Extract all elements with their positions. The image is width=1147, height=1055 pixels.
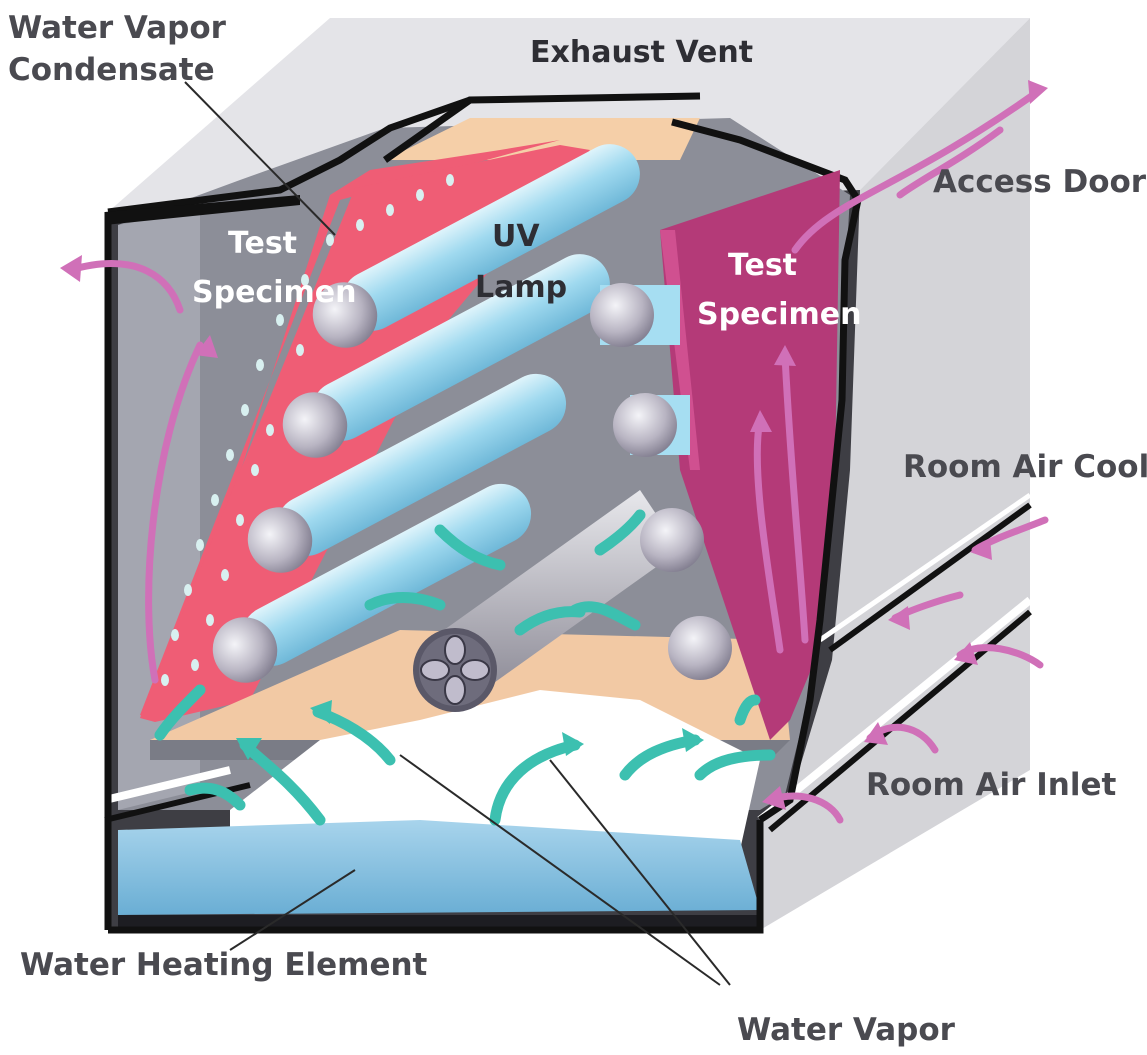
condensate-droplets [161,174,454,686]
air-flow-arrows [60,80,1049,824]
uv-lamp-cap [640,508,704,572]
arrowhead [562,732,584,756]
test-specimen-left-label-line1: Test [228,226,297,261]
uv-lamps-left-bank [212,144,640,683]
arrowhead [864,722,888,745]
water-vapor-cloud [230,690,760,850]
exhaust-vent-label: Exhaust Vent [530,35,753,70]
top-cutaway-edge-right [671,118,861,202]
arrowhead [762,786,786,810]
uv-lamp-cap [668,616,732,680]
water-vapor-condensate-label-line2: Condensate [8,52,215,88]
uv-lamp [312,144,640,348]
test-specimen-left-label-line2: Specimen [192,275,356,310]
inlet-slot-edge [104,766,231,804]
water-vapor-label: Water Vapor [737,1012,956,1048]
room-air-cooling-label: Room Air Cooling [903,449,1147,485]
uv-lamp-cap [590,283,654,347]
test-specimen-left [140,140,590,722]
lower-tray [104,492,1033,927]
access-door-label: Access Door [933,164,1147,200]
water-vapor-arrows [154,509,776,826]
uv-lamps-right-bank [590,283,732,680]
cutaway-right-edge [758,199,862,823]
fan-icon [420,635,490,705]
uv-lamp [212,483,532,683]
arrowhead [1028,80,1048,104]
test-specimen-right-label-line1: Test [728,248,797,283]
room-air-inlet-label: Room Air Inlet [866,767,1117,803]
cabinet-right-side-panel [760,18,1030,930]
diagram-labels: Water Vapor Condensate Exhaust Vent Acce… [8,10,1147,1048]
arrowhead [970,538,992,560]
uv-lamp-cap [613,393,677,457]
inlet-right-edge [757,596,1033,824]
arrowhead [682,728,704,752]
water-heating-element-label: Water Heating Element [20,947,428,983]
arrowhead [60,255,82,282]
arrowhead [236,738,262,760]
water-heating-element-bar [118,915,760,927]
top-cutaway-edge [107,96,472,216]
arrowhead [954,642,978,665]
uv-lamp-label-line2: Lamp [475,270,567,305]
arrowhead [750,410,772,432]
arrowhead [195,335,218,358]
uv-lamp-label-line1: UV [492,219,540,254]
arrowhead [888,606,910,630]
water-pool [118,820,760,915]
test-specimen-right-label-line2: Specimen [697,297,861,332]
water-vapor-condensate-label-line1: Water Vapor [8,10,227,46]
uv-lamp [247,373,567,573]
arrowhead [774,345,796,366]
uv-lamp [282,254,610,458]
arrowhead [310,700,332,724]
leader-lines [184,81,731,986]
